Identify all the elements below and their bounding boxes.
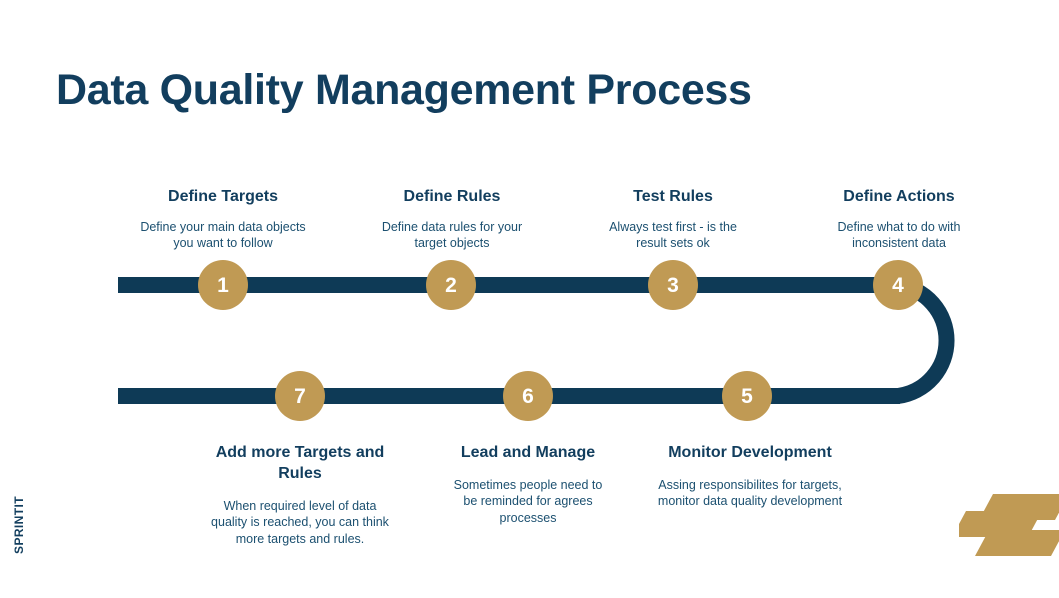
step-block-2: Define Rules Define data rules for your …	[369, 186, 535, 252]
step-node-6[interactable]: 6	[503, 371, 553, 421]
step-body-2: Define data rules for your target object…	[381, 220, 523, 251]
step-node-2[interactable]: 2	[426, 260, 476, 310]
step-node-1[interactable]: 1	[198, 260, 248, 310]
step-body-5: Assing responsibilites for targets, moni…	[657, 478, 843, 509]
step-block-3: Test Rules Always test first - is the re…	[599, 186, 747, 252]
step-body-7: When required level of data quality is r…	[211, 499, 389, 546]
step-node-3[interactable]: 3	[648, 260, 698, 310]
brand-wordmark: SPRINTIT	[4, 470, 34, 580]
brand-wordmark-text: SPRINTIT	[12, 496, 26, 554]
step-body-3: Always test first - is the result sets o…	[609, 220, 737, 251]
step-node-3-number: 3	[667, 273, 679, 297]
step-node-6-number: 6	[522, 384, 534, 408]
step-block-7: Add more Targets and Rules When required…	[210, 442, 390, 547]
step-heading-2: Define Rules	[403, 188, 501, 205]
step-heading-5: Monitor Development	[668, 444, 832, 461]
logo-bar-bottom	[975, 530, 1059, 556]
step-node-2-number: 2	[445, 273, 457, 297]
step-node-4[interactable]: 4	[873, 260, 923, 310]
brand-logo-icon	[959, 478, 1059, 570]
step-heading-3: Test Rules	[633, 188, 713, 205]
step-body-4: Define what to do with inconsistent data	[837, 220, 961, 251]
step-body-6: Sometimes people need to be reminded for…	[453, 478, 603, 525]
step-block-4: Define Actions Define what to do with in…	[812, 186, 986, 252]
page-title: Data Quality Management Process	[56, 66, 752, 114]
step-heading-4: Define Actions	[843, 188, 955, 205]
step-node-1-number: 1	[217, 273, 229, 297]
step-node-5-number: 5	[741, 384, 753, 408]
step-heading-1: Define Targets	[168, 188, 278, 205]
step-node-5[interactable]: 5	[722, 371, 772, 421]
step-heading-7: Add more Targets and Rules	[215, 444, 385, 483]
step-node-7[interactable]: 7	[275, 371, 325, 421]
step-block-6: Lead and Manage Sometimes people need to…	[453, 442, 603, 526]
step-node-7-number: 7	[294, 384, 306, 408]
step-body-1: Define your main data objects you want t…	[140, 220, 306, 251]
step-node-4-number: 4	[892, 273, 904, 297]
step-block-1: Define Targets Define your main data obj…	[133, 186, 313, 252]
step-heading-6: Lead and Manage	[460, 444, 596, 461]
step-block-5: Monitor Development Assing responsibilit…	[656, 442, 844, 510]
